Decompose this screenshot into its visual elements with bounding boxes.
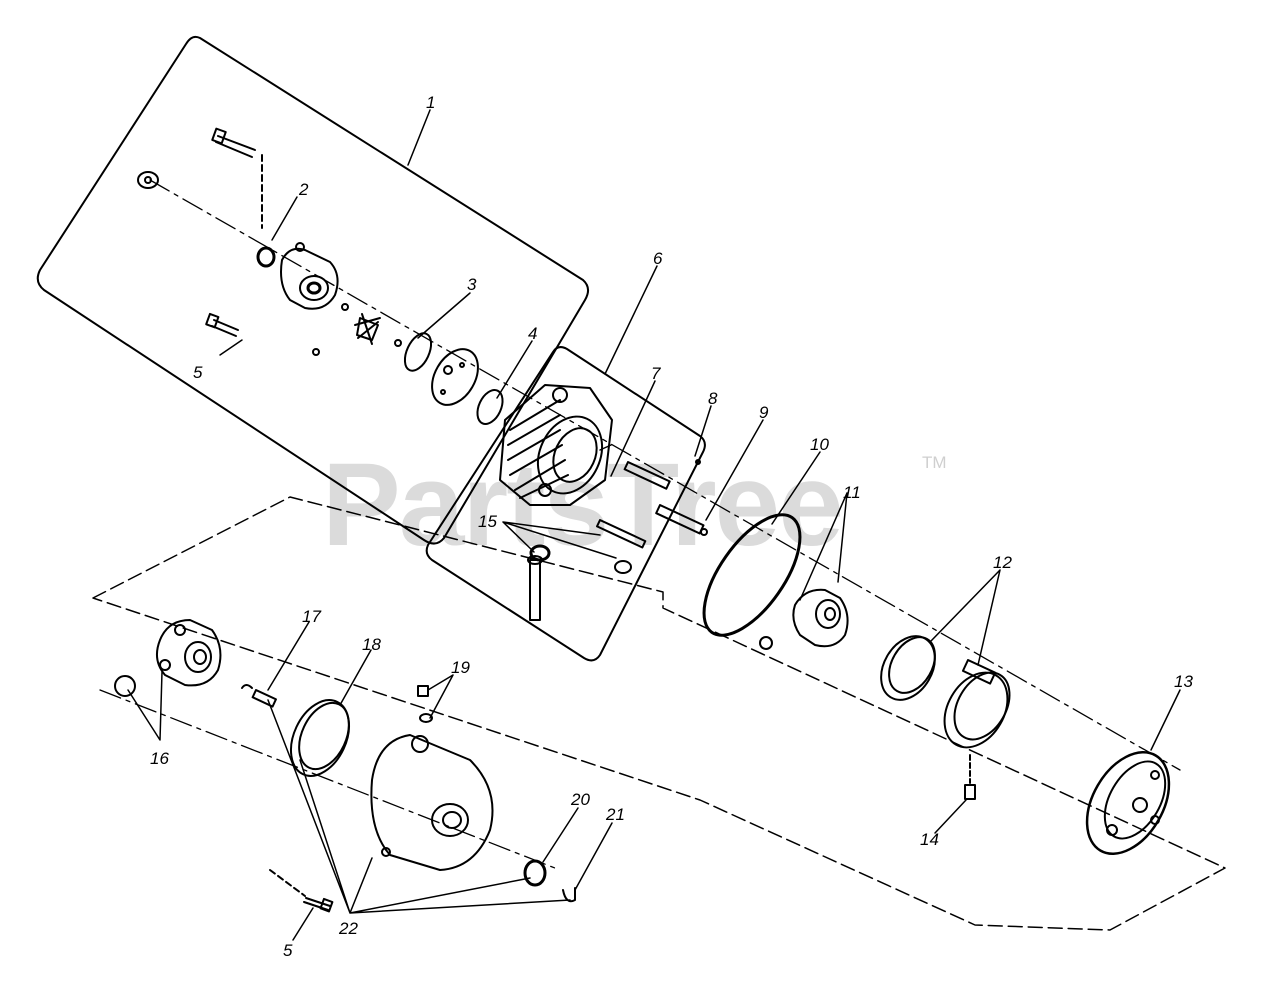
part-17-pin	[241, 684, 277, 708]
callout-7: 7	[651, 364, 661, 383]
callout-15: 15	[478, 512, 497, 531]
part-12-band-2	[943, 659, 1011, 749]
washer-left	[137, 171, 159, 189]
impeller	[312, 303, 402, 356]
part-19-fitting	[417, 685, 433, 723]
shaft-15	[527, 519, 647, 621]
callout-2: 2	[298, 180, 309, 199]
callout-21: 21	[605, 805, 625, 824]
group-outline-6	[425, 346, 706, 662]
callout-9: 9	[759, 403, 769, 422]
part-4-oring	[476, 389, 504, 425]
callout-11: 11	[843, 483, 861, 502]
part-2-seal	[256, 246, 276, 268]
pump-body	[280, 242, 339, 310]
centerline-lower	[99, 689, 561, 871]
part-12-band-1	[880, 635, 936, 701]
callout-18: 18	[362, 635, 381, 654]
pump-plate	[431, 348, 479, 406]
callout-5-upper: 5	[193, 363, 203, 382]
callout-6: 6	[653, 249, 663, 268]
group-outline-1	[36, 35, 589, 545]
callout-4: 4	[528, 324, 537, 343]
bolt-lower-5	[269, 869, 334, 913]
callout-14: 14	[920, 830, 939, 849]
callout-17: 17	[302, 607, 321, 626]
trademark: TM	[922, 453, 947, 472]
watermark: PartsTree	[322, 439, 842, 571]
callout-1: 1	[426, 93, 435, 112]
callout-22: 22	[338, 919, 358, 938]
bolt-upper	[211, 127, 263, 229]
callouts: 1 2 3 4 5 6 7 8 9 10 11 12 13 14 15 16 1…	[150, 93, 1193, 960]
callout-13: 13	[1174, 672, 1193, 691]
leader-lines	[127, 109, 1181, 941]
part-14-plug	[964, 754, 976, 800]
callout-10: 10	[810, 435, 829, 454]
callout-20: 20	[570, 790, 590, 809]
part-10-oring	[702, 513, 802, 637]
housing	[499, 384, 613, 506]
callout-5-lower: 5	[283, 941, 293, 960]
callout-8: 8	[708, 389, 718, 408]
part-18-ring	[289, 699, 351, 777]
callout-16: 16	[150, 749, 169, 768]
callout-3: 3	[467, 275, 477, 294]
bolt-lower	[205, 312, 239, 337]
callout-12: 12	[993, 553, 1012, 572]
lower-cover	[370, 734, 494, 871]
part-3-oring	[403, 332, 433, 372]
pin-9	[655, 503, 708, 536]
callout-19: 19	[451, 658, 470, 677]
part-13-end-cover	[1085, 751, 1171, 855]
group-outline-lower	[92, 496, 1226, 931]
part-11-coupling	[759, 588, 849, 650]
part-16-coupling	[114, 619, 222, 697]
part-20-bearing	[523, 859, 547, 887]
part-21-clip	[562, 887, 576, 903]
pin-8	[623, 459, 701, 490]
